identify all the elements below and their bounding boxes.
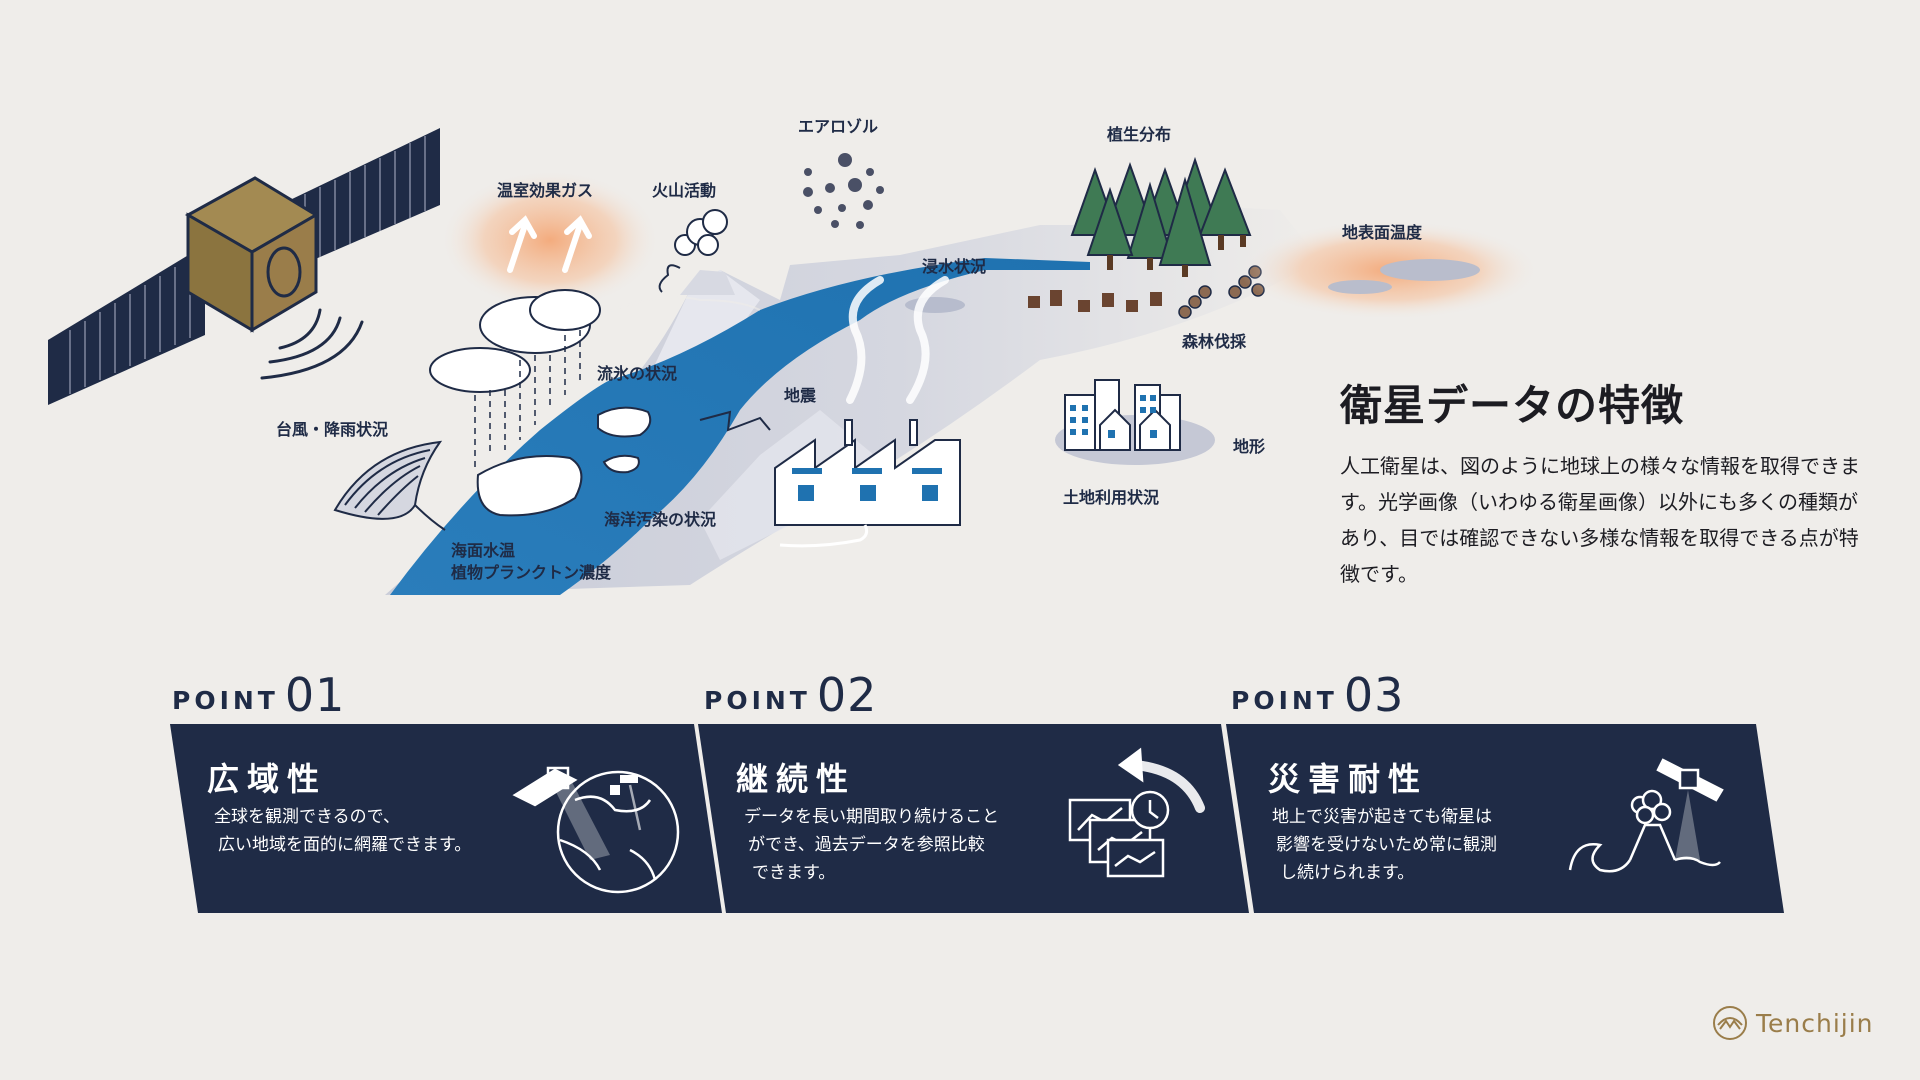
satellite-disaster-icon: [1568, 758, 1724, 873]
brand-name: Tenchijin: [1756, 1008, 1874, 1038]
label-ocean-pollution: 海洋汚染の状況: [604, 510, 717, 529]
point-02-title: 継続性: [736, 760, 857, 798]
satellite-icon: [48, 128, 440, 405]
history-charts-icon: [1068, 747, 1205, 878]
label-greenhouse-gas: 温室効果ガス: [497, 181, 594, 200]
label-land-use: 土地利用状況: [1063, 488, 1160, 507]
point-02-heading: POINT 02: [704, 668, 877, 718]
point-03-heading: POINT 03: [1231, 668, 1404, 718]
label-typhoon-rain: 台風・降雨状況: [276, 420, 389, 439]
label-sea-temperature: 海面水温 植物プランクトン濃度: [451, 540, 611, 585]
satellite-globe-icon: [512, 766, 680, 894]
tenchijin-logo-icon: [1713, 1006, 1747, 1040]
feature-title: 衛星データの特徴: [1340, 381, 1685, 430]
point-03-text-line: し続けられます。: [1280, 863, 1415, 883]
point-01-text-line: 全球を観測できるので、: [214, 807, 400, 827]
label-surface-temperature: 地表面温度: [1342, 223, 1423, 242]
label-terrain: 地形: [1233, 437, 1266, 456]
forest-icon: [1070, 156, 1252, 277]
factory-icon: [774, 276, 961, 548]
point-number: 03: [1343, 668, 1405, 722]
point-01-text: 全球を観測できるので、 広い地域を面的に網羅できます。: [214, 803, 471, 859]
point-word: POINT: [1231, 686, 1338, 715]
brand-logo: Tenchijin: [1712, 1005, 1874, 1041]
greenhouse-gas-icon: [440, 170, 660, 310]
point-03-text: 地上で災害が起きても衛星は 影響を受けないため常に観測 し続けられます。: [1272, 803, 1497, 887]
label-earthquake: 地震: [784, 386, 817, 405]
river: [390, 258, 1090, 595]
point-03-text-line: 影響を受けないため常に観測: [1276, 835, 1497, 855]
label-aerosol: エアロゾル: [798, 117, 879, 136]
point-03-text-line: 地上で災害が起きても衛星は: [1272, 807, 1493, 827]
feature-description: 人工衛星は、図のように地球上の様々な情報を取得できます。光学画像（いわゆる衛星画…: [1340, 454, 1860, 586]
point-02-text: データを長い期間取り続けること ができ、過去データを参照比較 できます。: [744, 803, 999, 887]
aerosol-icon: [803, 153, 884, 229]
point-number: 02: [816, 668, 878, 722]
point-01-title: 広域性: [207, 760, 328, 798]
label-flooding: 浸水状況: [922, 257, 987, 276]
rain-cloud-icon: [429, 289, 601, 470]
point-01-text-line: 広い地域を面的に網羅できます。: [218, 835, 472, 855]
point-01-card: [170, 724, 722, 913]
label-drift-ice: 流氷の状況: [597, 364, 678, 383]
point-number: 01: [284, 668, 346, 722]
drift-ice-icon: [476, 406, 652, 517]
point-02-text-line: データを長い期間取り続けること: [744, 807, 999, 827]
surface-temperature-icon: [1240, 220, 1540, 320]
point-03-title: 災害耐性: [1268, 760, 1429, 798]
volcano-icon: [658, 209, 735, 295]
point-word: POINT: [704, 686, 811, 715]
point-03-card: [1226, 724, 1784, 913]
point-02-text-line: できます。: [752, 863, 836, 883]
point-01-heading: POINT 01: [172, 668, 345, 718]
point-word: POINT: [172, 686, 279, 715]
city-icon: [1055, 379, 1215, 465]
typhoon-icon: [333, 440, 446, 531]
label-sea-temperature-line2: 植物プランクトン濃度: [451, 563, 612, 583]
label-sea-temperature-line1: 海面水温: [451, 541, 516, 560]
point-02-text-line: ができ、過去データを参照比較: [748, 835, 985, 855]
label-volcano: 火山活動: [652, 181, 717, 200]
label-vegetation: 植生分布: [1107, 125, 1172, 144]
label-deforestation: 森林伐採: [1182, 332, 1247, 351]
